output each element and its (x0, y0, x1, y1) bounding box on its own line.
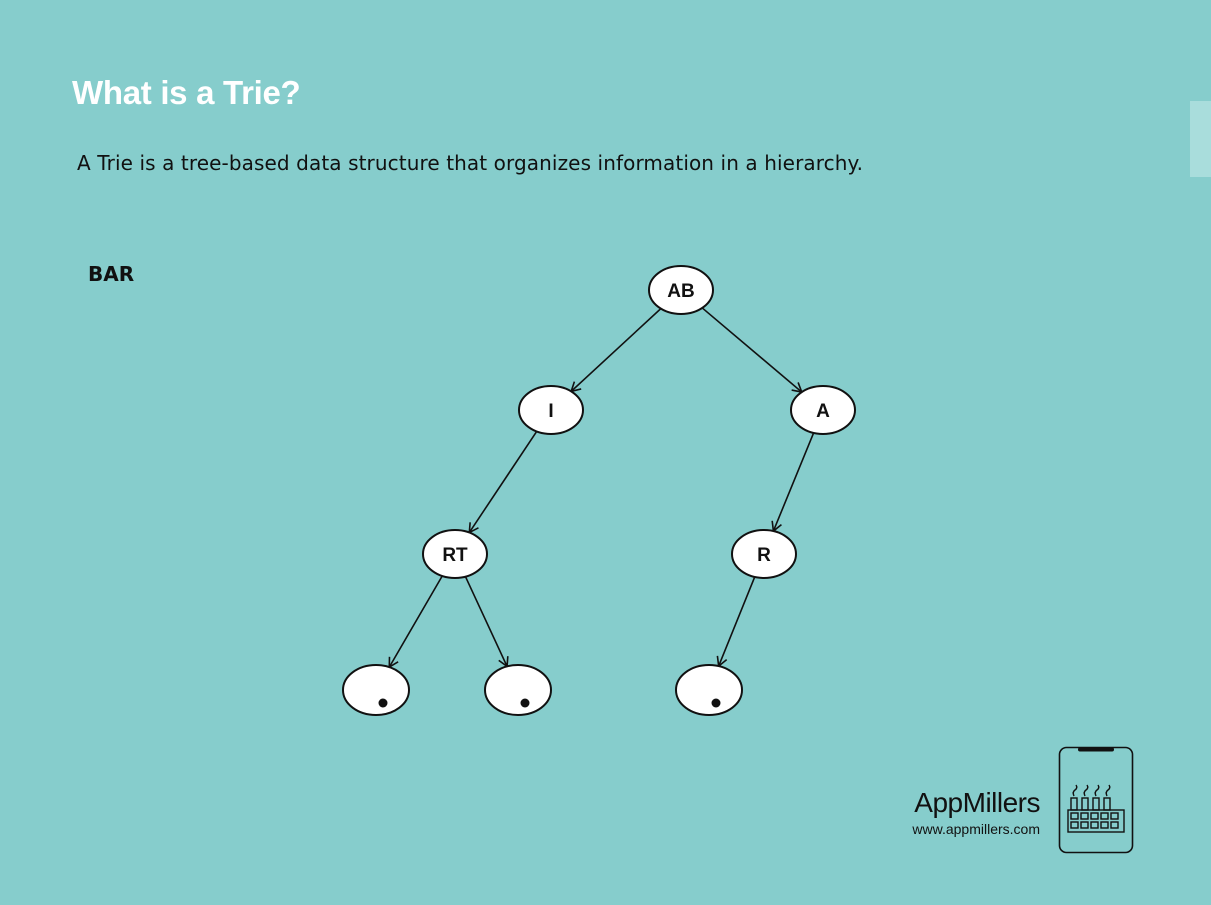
trie-node-label: I (548, 401, 553, 422)
trie-node-ellipse (731, 529, 797, 579)
phone-factory-icon (1058, 746, 1134, 854)
trie-node-ellipse (518, 385, 584, 435)
brand-url: www.appmillers.com (912, 821, 1040, 837)
trie-node-ellipse (342, 664, 410, 716)
trie-node-label: AB (667, 281, 694, 302)
end-of-word-dot (711, 698, 721, 708)
brand-name: AppMillers (914, 787, 1040, 818)
trie-node-label: RT (442, 545, 468, 566)
slide-title: What is a Trie? (72, 74, 301, 111)
trie-node-label: R (757, 545, 771, 566)
trie-edge-root-n2 (701, 307, 804, 394)
end-of-word-dot (520, 698, 530, 708)
trie-edge-n3-n6 (464, 576, 509, 668)
trie-node-ellipse (790, 385, 856, 435)
trie-edges (388, 307, 815, 669)
trie-node-ellipse (422, 529, 488, 579)
trie-edge-n1-n3 (468, 431, 538, 534)
brand-block: AppMillers www.appmillers.com (880, 786, 1040, 838)
end-of-word-dot (378, 698, 388, 708)
trie-node-ellipse (648, 265, 714, 315)
trie-node-ellipse (484, 664, 552, 716)
trie-end-node (675, 664, 743, 716)
trie-edge-root-n1 (569, 308, 662, 393)
word-label: BAR (88, 262, 135, 286)
trie-edge-n3-n5 (388, 575, 443, 669)
side-edge-tab (1190, 101, 1211, 177)
trie-node-n2: A (790, 385, 856, 435)
trie-end-node (342, 664, 410, 716)
trie-nodes: AB I A RT R (342, 265, 856, 716)
trie-edge-n4-n7 (716, 576, 756, 668)
trie-node-root: AB (648, 265, 714, 315)
trie-node-n4: R (731, 529, 797, 579)
slide-subtitle: A Trie is a tree-based data structure th… (77, 151, 864, 175)
trie-node-n1: I (518, 385, 584, 435)
trie-edge-n2-n4 (771, 432, 815, 533)
trie-node-ellipse (675, 664, 743, 716)
trie-node-n3: RT (422, 529, 488, 579)
trie-node-label: A (816, 401, 830, 422)
trie-end-node (484, 664, 552, 716)
